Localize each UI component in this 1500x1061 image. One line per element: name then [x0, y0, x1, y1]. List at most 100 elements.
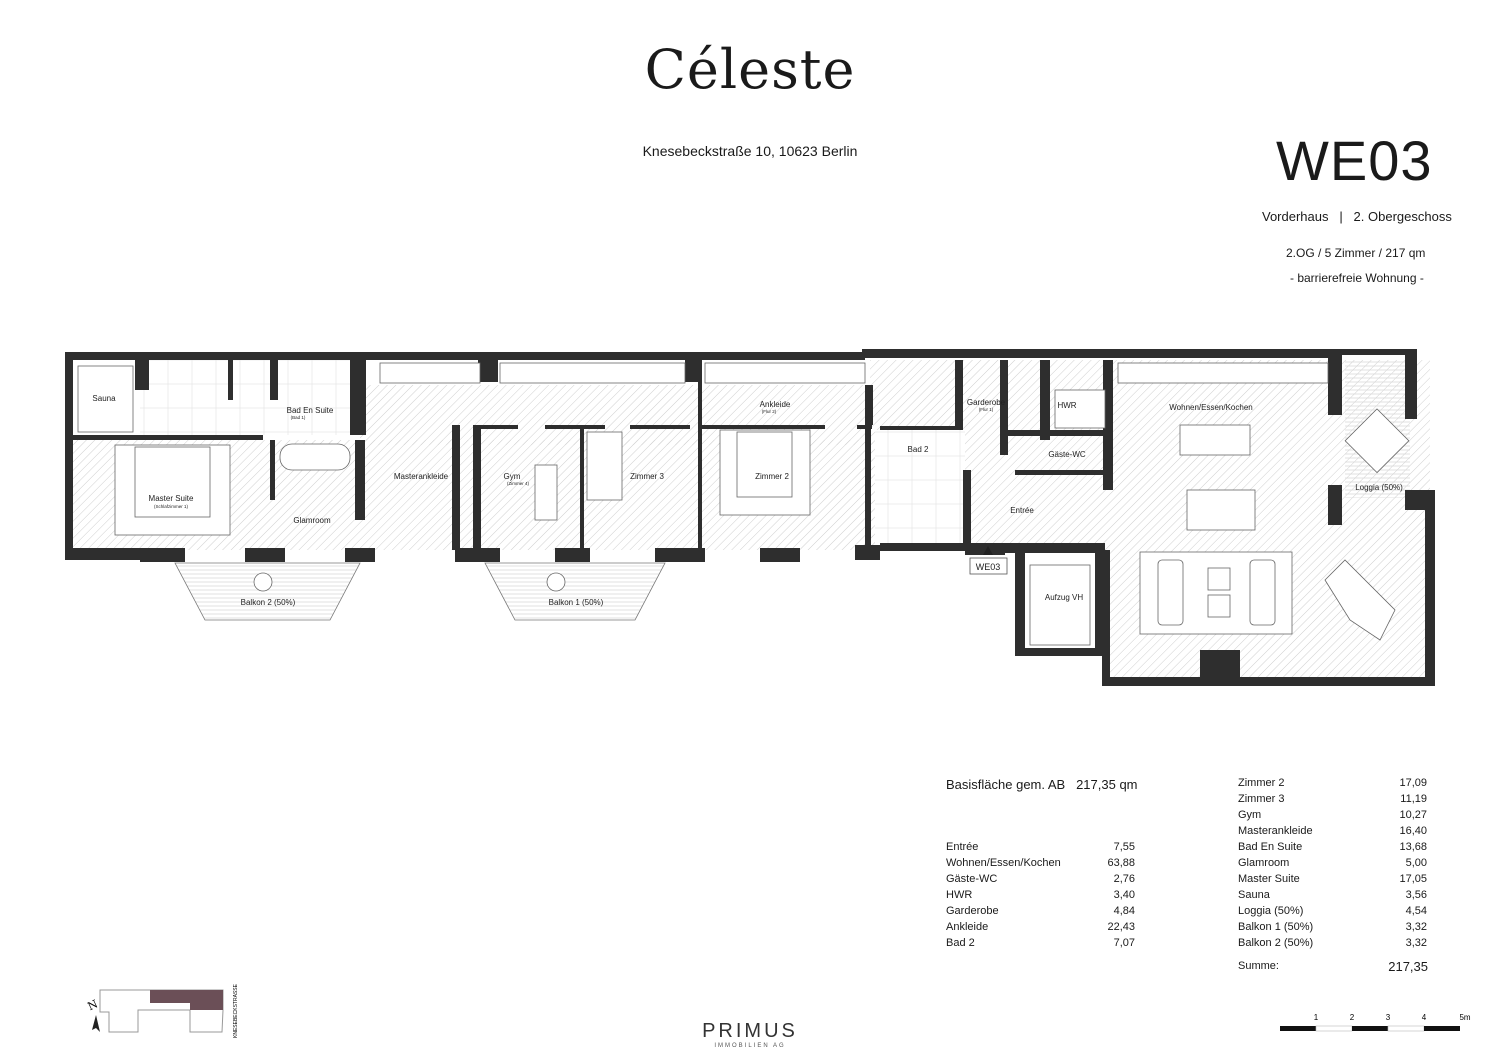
- label-master-suite-sub: (Schlafzimmer 1): [154, 504, 189, 509]
- scale-tick: 1: [1314, 1013, 1319, 1022]
- celeste-logo: Céleste: [644, 38, 856, 101]
- area-row: Balkon 1 (50%) 3,32: [1238, 919, 1427, 935]
- area-room-value: 16,40: [1399, 825, 1427, 837]
- balkon-2: [174, 562, 361, 621]
- primus-logo: PRIMUS: [702, 1020, 798, 1042]
- label-gym: Gym: [504, 472, 521, 481]
- base-area-label: Basisfläche gem. AB: [946, 777, 1066, 792]
- street-label: KNESEBECKSTRASSE: [233, 983, 239, 1038]
- area-room-name: Ankleide: [946, 921, 989, 933]
- label-bad2: Bad 2: [908, 445, 929, 454]
- area-room-value: 17,05: [1399, 873, 1427, 885]
- scale-tick: 4: [1422, 1013, 1427, 1022]
- sofa-right: [1249, 559, 1276, 626]
- entrance-arrow-icon: [983, 546, 993, 555]
- scale-tick: 3: [1386, 1013, 1391, 1022]
- walls: [65, 349, 1435, 686]
- key-plan-highlight: [150, 990, 223, 1010]
- scale-tick: 5m: [1459, 1013, 1470, 1022]
- label-gym-sub: (Zimmer 4): [507, 481, 529, 486]
- area-room-name: Glamroom: [1238, 857, 1290, 869]
- area-room-name: Loggia (50%): [1238, 905, 1304, 917]
- area-room-name: Balkon 2 (50%): [1238, 937, 1314, 949]
- area-row: Gym 10,27: [1238, 807, 1427, 823]
- unit-title: WE03: [1276, 129, 1433, 192]
- label-master-suite: Master Suite: [149, 494, 194, 503]
- area-room-value: 63,88: [1107, 857, 1135, 869]
- area-room-value: 7,55: [1113, 841, 1135, 853]
- area-room-value: 11,19: [1400, 793, 1427, 805]
- area-row: Bad 2 7,07: [946, 935, 1135, 951]
- area-room-value: 4,54: [1405, 905, 1427, 917]
- sum-label: Summe:: [1238, 960, 1279, 972]
- label-loggia: Loggia (50%): [1355, 483, 1403, 492]
- balkon-1: [484, 562, 666, 621]
- area-room-name: Bad En Suite: [1238, 841, 1303, 853]
- balconies: [174, 562, 666, 621]
- label-masterankleide: Masterankleide: [394, 472, 449, 481]
- area-room-value: 3,40: [1113, 889, 1135, 901]
- entrance-tag: WE03: [976, 562, 1001, 572]
- label-wohnen: Wohnen/Essen/Kochen: [1169, 403, 1252, 412]
- area-room-name: Sauna: [1238, 889, 1270, 901]
- sum-value: 217,35: [1388, 959, 1428, 974]
- label-garderobe-sub: (Flur 1): [979, 407, 994, 412]
- north-arrow-icon: [92, 1015, 100, 1032]
- area-room-value: 3,32: [1405, 937, 1427, 949]
- area-row: Masterankleide 16,40: [1238, 823, 1427, 839]
- area-room-name: Entrée: [946, 841, 979, 853]
- label-hwr: HWR: [1057, 401, 1076, 410]
- bathtub: [279, 443, 351, 471]
- area-room-name: Garderobe: [946, 905, 999, 917]
- area-room-value: 2,76: [1113, 873, 1135, 885]
- label-balkon2: Balkon 2 (50%): [241, 598, 296, 607]
- primus-logo-sub: IMMOBILIEN AG: [714, 1043, 786, 1049]
- address: Knesebeckstraße 10, 10623 Berlin: [642, 143, 858, 159]
- area-room-value: 3,32: [1405, 921, 1427, 933]
- label-gaeste-wc: Gäste-WC: [1048, 450, 1086, 459]
- kitchen-counter: [1117, 362, 1329, 384]
- zimmer3-bed: [586, 431, 623, 501]
- label-bad-en-suite: Bad En Suite: [287, 406, 334, 415]
- sofa-left: [1157, 559, 1184, 626]
- label-ankleide: Ankleide: [760, 400, 791, 409]
- area-room-name: Zimmer 2: [1238, 777, 1285, 789]
- area-room-name: Balkon 1 (50%): [1238, 921, 1314, 933]
- label-glamroom: Glamroom: [293, 516, 331, 525]
- area-row: Loggia (50%) 4,54: [1238, 903, 1427, 919]
- base-area: Basisfläche gem. AB 217,35 qm: [946, 777, 1138, 792]
- area-room-value: 4,84: [1113, 905, 1135, 917]
- building-floor: Vorderhaus | 2. Obergeschoss: [1262, 209, 1452, 224]
- area-room-value: 10,27: [1399, 809, 1427, 821]
- label-ankleide-sub: (Flur 2): [762, 409, 777, 414]
- label-aufzug: Aufzug VH: [1045, 593, 1083, 602]
- dining-table: [1186, 489, 1256, 531]
- area-room-name: Gym: [1238, 809, 1262, 821]
- key-plan: N KNESEBECKSTRASSE: [86, 983, 239, 1038]
- kitchen-island: [1179, 424, 1251, 456]
- label-zimmer3: Zimmer 3: [630, 472, 664, 481]
- room-labels: Sauna Bad En Suite (Bad 1) Master Suite …: [92, 394, 1403, 607]
- label-bad-en-suite-sub: (Bad 1): [291, 415, 306, 420]
- area-room-name: Masterankleide: [1238, 825, 1313, 837]
- grand-piano: [1324, 559, 1396, 641]
- area-row: Bad En Suite 13,68: [1238, 839, 1427, 855]
- area-room-value: 5,00: [1405, 857, 1427, 869]
- furniture: [77, 362, 1410, 646]
- area-row: Garderobe 4,84: [946, 903, 1135, 919]
- area-row: Glamroom 5,00: [1238, 855, 1427, 871]
- balkon2-table: [253, 572, 273, 592]
- label-entree: Entrée: [1010, 506, 1034, 515]
- area-room-value: 13,68: [1399, 841, 1427, 853]
- area-room-value: 7,07: [1113, 937, 1135, 949]
- area-room-name: Bad 2: [946, 937, 975, 949]
